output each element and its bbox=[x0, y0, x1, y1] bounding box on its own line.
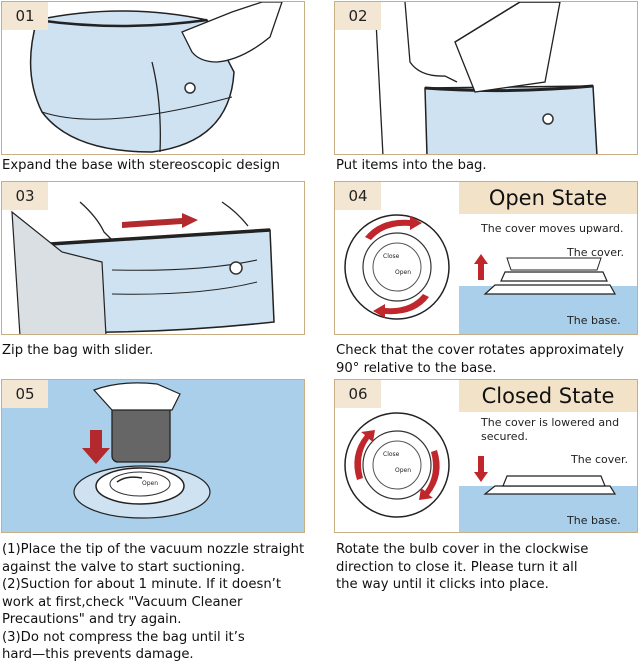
step-number: 05 bbox=[2, 380, 48, 408]
caption-line: 90° relative to the base. bbox=[336, 360, 497, 376]
step-03-illustration bbox=[11, 201, 275, 334]
step-02-panel: 02 bbox=[334, 1, 638, 155]
step-03-panel: 03 bbox=[1, 181, 305, 335]
caption-line: Check that the cover rotates approximate… bbox=[336, 343, 624, 358]
state-text-line: secured. bbox=[481, 430, 529, 443]
step-04-caption: Check that the cover rotates approximate… bbox=[336, 342, 624, 377]
step-number: 04 bbox=[335, 182, 381, 210]
dial-close-label: Close bbox=[383, 253, 400, 260]
closed-state-title: Closed State bbox=[459, 380, 637, 412]
step-04-panel: Close Open Open State The cover moves up… bbox=[334, 181, 638, 335]
step-number: 02 bbox=[335, 2, 381, 30]
step-number: 03 bbox=[2, 182, 48, 210]
closed-dial-diagram bbox=[344, 412, 450, 518]
dial-close-label: Close bbox=[383, 451, 400, 458]
step-05-illustration bbox=[73, 382, 211, 519]
caption-line: work at first,check "Vacuum Cleaner bbox=[2, 594, 243, 610]
dial-open-label: Open bbox=[395, 269, 412, 276]
caption-line: the way until it clicks into place. bbox=[336, 577, 549, 592]
caption-line: against the valve to start suctioning. bbox=[2, 559, 245, 575]
open-cover-label: The cover. bbox=[567, 246, 625, 259]
step-02-caption: Put items into the bag. bbox=[336, 158, 487, 173]
open-state-title: Open State bbox=[459, 182, 637, 214]
closed-cover-label: The cover. bbox=[571, 453, 629, 466]
step-06-panel: Close Open Closed State The cover is low… bbox=[334, 379, 638, 533]
step-05-panel: Open 05 bbox=[1, 379, 305, 533]
caption-line: (2)Suction for about 1 minute. If it doe… bbox=[2, 577, 282, 592]
step-01-caption: Expand the base with stereoscopic design bbox=[2, 158, 281, 173]
closed-base-label: The base. bbox=[567, 514, 621, 527]
open-base-label: The base. bbox=[567, 314, 621, 327]
state-text-line: The cover is lowered and bbox=[481, 416, 620, 429]
dial-open-label: Open bbox=[395, 467, 412, 474]
step-02-illustration bbox=[374, 2, 598, 154]
caption-line: (1)Place the tip of the vacuum nozzle st… bbox=[2, 542, 305, 557]
step-03-caption: Zip the bag with slider. bbox=[2, 343, 154, 358]
caption-line: Rotate the bulb cover in the clockwise bbox=[336, 542, 589, 557]
step-number: 01 bbox=[2, 2, 48, 30]
dial-open-label: Open bbox=[142, 480, 159, 487]
step-06-caption: Rotate the bulb cover in the clockwise d… bbox=[336, 541, 588, 594]
caption-line: Precautions" and try again. bbox=[2, 612, 182, 627]
caption-line: (3)Do not compress the bag until it’s bbox=[2, 629, 245, 645]
caption-line: direction to close it. Please turn it al… bbox=[336, 559, 578, 575]
open-dial-diagram bbox=[344, 214, 450, 320]
step-01-illustration bbox=[29, 2, 283, 153]
closed-state-text: The cover is lowered and secured. bbox=[481, 416, 619, 444]
open-state-text: The cover moves upward. bbox=[481, 222, 624, 235]
step-05-caption: (1)Place the tip of the vacuum nozzle st… bbox=[2, 541, 304, 664]
step-01-panel: 01 bbox=[1, 1, 305, 155]
caption-line: hard—this prevents damage. bbox=[2, 647, 194, 662]
step-number: 06 bbox=[335, 380, 381, 408]
